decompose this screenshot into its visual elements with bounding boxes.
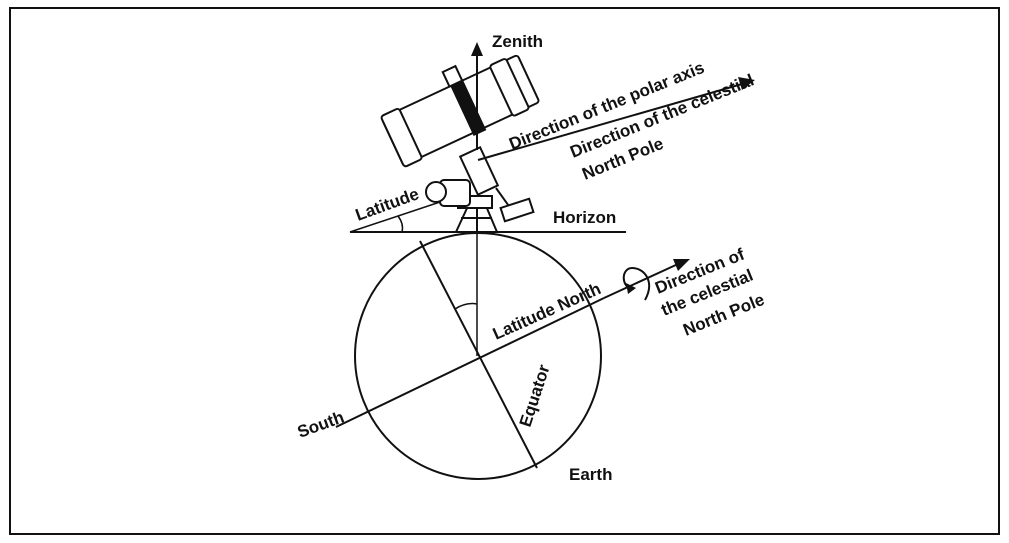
equator-label: Equator (516, 362, 554, 429)
latitude-angle-arc (397, 215, 404, 233)
celestial-pole-arrowhead-right (673, 259, 690, 271)
telescope (380, 54, 540, 223)
earth-axis-line (335, 297, 605, 428)
polar-axis-arrowhead (738, 77, 755, 90)
equator-line (419, 240, 538, 469)
zenith-label: Zenith (492, 32, 543, 51)
horizon-label: Horizon (553, 208, 616, 227)
earth-latitude-arc (454, 302, 478, 310)
earth-label: Earth (569, 465, 612, 484)
rotation-arrow (622, 266, 651, 301)
celestial-pole-line-right (603, 263, 679, 299)
zenith-arrowhead (471, 42, 483, 56)
south-label: South (295, 407, 347, 441)
polar-axis-line (477, 83, 743, 161)
earth-circle (354, 232, 602, 480)
rotation-arrowhead (626, 283, 636, 294)
latitude-north-label: Latitude North (490, 279, 604, 344)
figure-frame (9, 7, 1000, 535)
latitude-angle-label: Latitude (353, 184, 422, 224)
